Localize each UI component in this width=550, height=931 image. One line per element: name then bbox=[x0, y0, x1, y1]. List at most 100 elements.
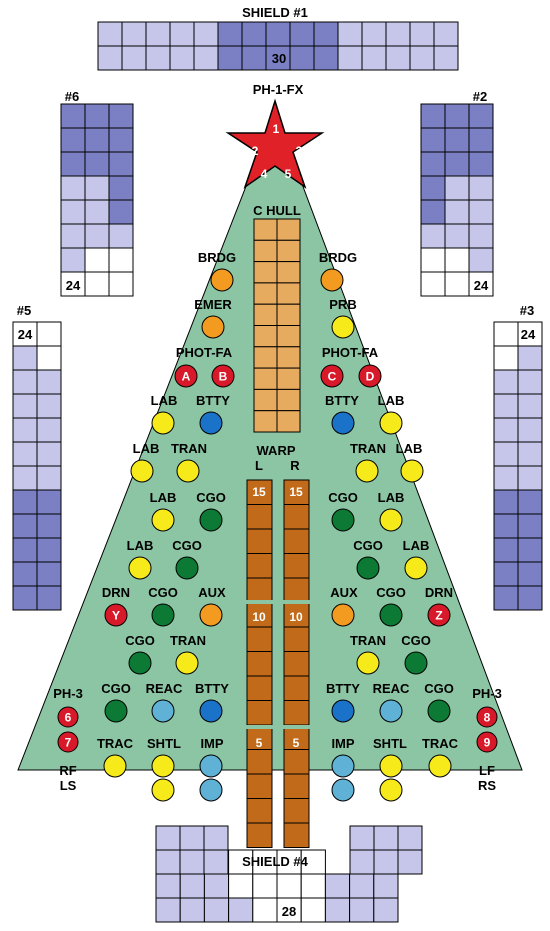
shield-1-box[interactable] bbox=[145, 21, 171, 47]
shield-5-box[interactable] bbox=[36, 465, 62, 491]
shield-3-box[interactable] bbox=[493, 561, 519, 587]
shield-4-box[interactable] bbox=[276, 873, 302, 899]
shield-5-box[interactable] bbox=[12, 393, 38, 419]
warp-right-box[interactable] bbox=[283, 528, 310, 554]
shield-2-box[interactable] bbox=[420, 271, 446, 297]
warp-right-box[interactable] bbox=[283, 700, 310, 726]
shield-5-box[interactable] bbox=[36, 537, 62, 563]
trac-circle[interactable] bbox=[428, 754, 452, 778]
cgo-circle[interactable] bbox=[404, 651, 428, 675]
shield-3-box[interactable] bbox=[493, 585, 519, 611]
shield-4-box[interactable] bbox=[349, 897, 375, 923]
shield-6-box[interactable] bbox=[60, 175, 86, 201]
shield-6-box[interactable] bbox=[108, 127, 134, 153]
warp-right-box[interactable] bbox=[283, 773, 310, 799]
warp-right-box[interactable] bbox=[283, 577, 310, 603]
shield-3-box[interactable] bbox=[493, 417, 519, 443]
shield-1-box[interactable] bbox=[337, 21, 363, 47]
lab-circle[interactable] bbox=[379, 411, 403, 435]
warp-left-box[interactable] bbox=[246, 675, 273, 701]
c-hull-box[interactable] bbox=[276, 388, 301, 412]
shield-1-box[interactable] bbox=[121, 45, 147, 71]
btty-circle[interactable] bbox=[199, 699, 223, 723]
aux-circle[interactable] bbox=[331, 603, 355, 627]
trac-circle[interactable] bbox=[103, 754, 127, 778]
warp-left-box[interactable] bbox=[246, 724, 273, 750]
c-hull-box[interactable] bbox=[253, 218, 278, 241]
cgo-circle[interactable] bbox=[151, 603, 175, 627]
shield-3-box[interactable] bbox=[493, 465, 519, 491]
shield-1-box[interactable] bbox=[217, 21, 243, 47]
phot-b-circle[interactable] bbox=[211, 364, 235, 388]
c-hull-box[interactable] bbox=[253, 346, 278, 369]
shield-5-box[interactable] bbox=[12, 417, 38, 443]
ph3-7-circle[interactable] bbox=[57, 731, 79, 753]
warp-left-box[interactable] bbox=[246, 700, 273, 726]
shield-1-box[interactable] bbox=[409, 21, 435, 47]
drn-y-circle[interactable] bbox=[104, 603, 128, 627]
c-hull-box[interactable] bbox=[253, 388, 278, 412]
cgo-circle[interactable] bbox=[128, 651, 152, 675]
shield-4-box[interactable] bbox=[397, 849, 423, 875]
c-hull-box[interactable] bbox=[276, 239, 301, 263]
tran-circle[interactable] bbox=[356, 651, 380, 675]
shield-6-box[interactable] bbox=[60, 151, 86, 177]
shield-5-box[interactable] bbox=[36, 321, 62, 347]
shield-6-box[interactable] bbox=[84, 103, 110, 129]
shield-4-box[interactable] bbox=[276, 897, 302, 923]
shield-1-box[interactable] bbox=[361, 21, 387, 47]
shield-3-box[interactable] bbox=[517, 561, 543, 587]
lab-circle[interactable] bbox=[400, 459, 424, 483]
shield-1-box[interactable] bbox=[409, 45, 435, 71]
shield-2-box[interactable] bbox=[444, 151, 470, 177]
warp-left-box[interactable] bbox=[246, 822, 273, 848]
warp-right-box[interactable] bbox=[283, 798, 310, 824]
shield-3-box[interactable] bbox=[493, 321, 519, 347]
shield-3-box[interactable] bbox=[517, 441, 543, 467]
shield-5-box[interactable] bbox=[12, 369, 38, 395]
shield-2-box[interactable] bbox=[468, 247, 494, 273]
drn-z-circle[interactable] bbox=[427, 603, 451, 627]
c-hull-box[interactable] bbox=[276, 218, 301, 241]
shield-3-box[interactable] bbox=[517, 369, 543, 395]
c-hull-box[interactable] bbox=[276, 282, 301, 305]
shield-6-box[interactable] bbox=[84, 199, 110, 225]
shield-3-box[interactable] bbox=[517, 345, 543, 371]
shield-2-box[interactable] bbox=[420, 247, 446, 273]
reac-circle[interactable] bbox=[151, 699, 175, 723]
shield-2-box[interactable] bbox=[420, 103, 446, 129]
shield-1-box[interactable] bbox=[361, 45, 387, 71]
ph3-9-circle[interactable] bbox=[476, 731, 498, 753]
ph3-8-circle[interactable] bbox=[476, 706, 498, 728]
shield-5-box[interactable] bbox=[12, 513, 38, 539]
shield-1-box[interactable] bbox=[433, 21, 459, 47]
shield-2-box[interactable] bbox=[444, 199, 470, 225]
shield-6-box[interactable] bbox=[84, 175, 110, 201]
shield-1-box[interactable] bbox=[121, 21, 147, 47]
shtl-circle[interactable] bbox=[151, 778, 175, 802]
tran-circle[interactable] bbox=[355, 459, 379, 483]
shield-2-box[interactable] bbox=[468, 151, 494, 177]
shield-2-box[interactable] bbox=[444, 127, 470, 153]
brdg-circle[interactable] bbox=[210, 268, 234, 292]
shield-4-box[interactable] bbox=[203, 849, 229, 875]
phot-d-circle[interactable] bbox=[358, 364, 382, 388]
shield-1-box[interactable] bbox=[169, 45, 195, 71]
shield-2-box[interactable] bbox=[444, 175, 470, 201]
shield-2-box[interactable] bbox=[468, 127, 494, 153]
shield-1-box[interactable] bbox=[337, 45, 363, 71]
warp-left-box[interactable] bbox=[246, 553, 273, 579]
shield-2-box[interactable] bbox=[468, 271, 494, 297]
shield-5-box[interactable] bbox=[36, 513, 62, 539]
shield-4-box[interactable] bbox=[228, 873, 254, 899]
imp-circle[interactable] bbox=[331, 754, 355, 778]
shield-4-box[interactable] bbox=[252, 873, 278, 899]
prb-circle[interactable] bbox=[331, 315, 355, 339]
shield-2-box[interactable] bbox=[420, 223, 446, 249]
c-hull-box[interactable] bbox=[253, 367, 278, 390]
shield-3-box[interactable] bbox=[517, 489, 543, 515]
shield-6-box[interactable] bbox=[60, 199, 86, 225]
shield-1-box[interactable] bbox=[97, 21, 123, 47]
shield-4-box[interactable] bbox=[203, 897, 230, 923]
shield-6-box[interactable] bbox=[60, 127, 86, 153]
